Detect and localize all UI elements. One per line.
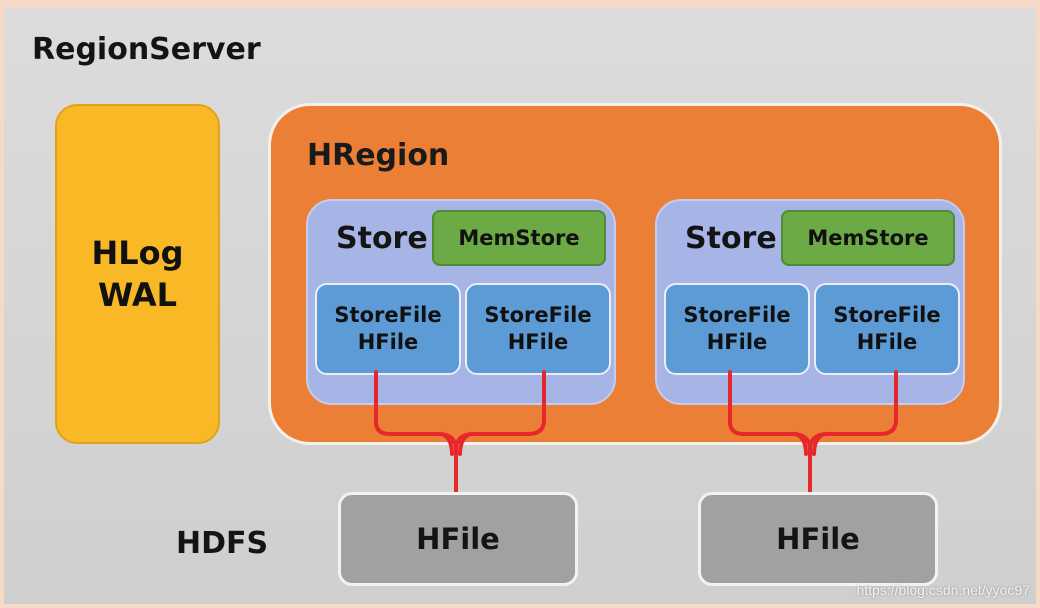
hlog-wal-box: HLog WAL xyxy=(55,104,220,444)
storefile-label: StoreFile xyxy=(683,303,791,327)
watermark-text: https://blog.csdn.net/yyoc97 xyxy=(856,582,1030,598)
store-label: Store xyxy=(336,221,428,256)
storefile-label: StoreFile xyxy=(833,303,941,327)
hlog-label: HLog xyxy=(91,234,184,272)
memstore-box: MemStore xyxy=(432,210,606,266)
hregion-title: HRegion xyxy=(307,138,450,173)
hdfs-hfile-box: HFile xyxy=(698,492,938,586)
storefile-box: StoreFile HFile xyxy=(465,283,611,375)
hfile-label: HFile xyxy=(706,330,768,354)
store-box-2: Store MemStore StoreFile HFile StoreFile… xyxy=(655,199,965,405)
store-box-1: Store MemStore StoreFile HFile StoreFile… xyxy=(306,199,616,405)
storefile-label: StoreFile xyxy=(334,303,442,327)
hregion-box: HRegion Store MemStore StoreFile HFile S… xyxy=(268,103,1002,445)
wal-label: WAL xyxy=(97,276,177,314)
memstore-box: MemStore xyxy=(781,210,955,266)
region-server-title: RegionServer xyxy=(32,32,261,67)
storefile-box: StoreFile HFile xyxy=(814,283,960,375)
storefile-box: StoreFile HFile xyxy=(315,283,461,375)
hfile-label: HFile xyxy=(856,330,918,354)
hfile-label: HFile xyxy=(357,330,419,354)
hdfs-hfile-box: HFile xyxy=(338,492,578,586)
hfile-label: HFile xyxy=(507,330,569,354)
hdfs-label: HDFS xyxy=(176,526,269,561)
storefile-box: StoreFile HFile xyxy=(664,283,810,375)
store-label: Store xyxy=(685,221,777,256)
storefile-label: StoreFile xyxy=(484,303,592,327)
